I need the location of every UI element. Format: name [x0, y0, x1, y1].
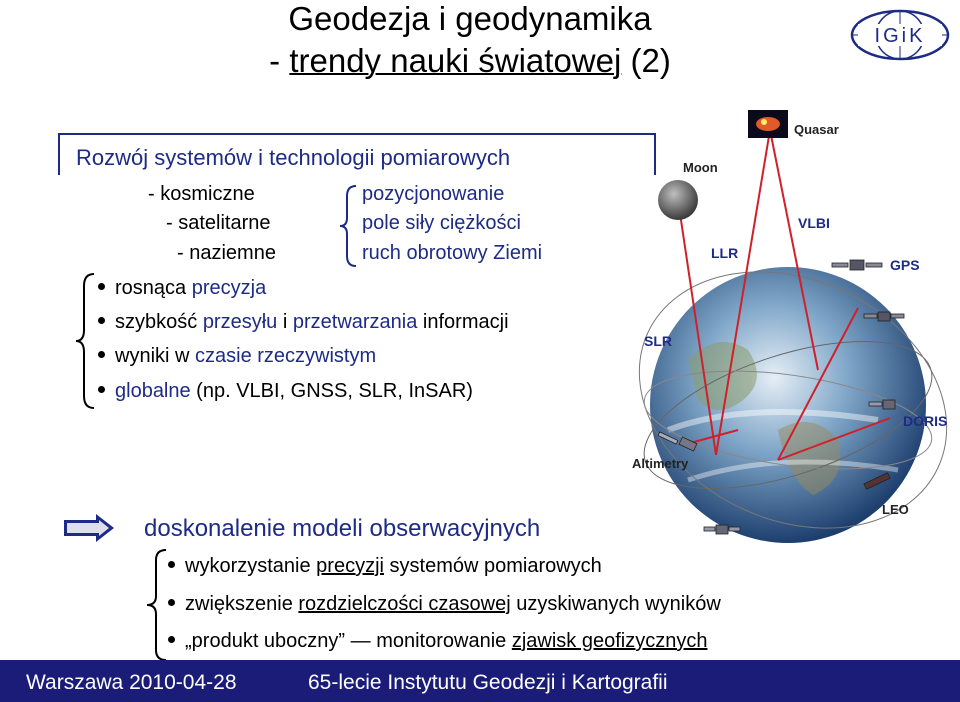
- improvement-heading: doskonalenie modeli obserwacyjnych: [144, 515, 541, 542]
- bullet-dot: [98, 317, 105, 325]
- label-altimetry: Altimetry: [632, 456, 689, 471]
- footer-bar: [0, 660, 960, 702]
- improvement-item-precision: wykorzystanie precyzji systemów pomiarow…: [168, 555, 602, 578]
- bullet-transfer-speed: szybkość przesyłu i przetwarzania inform…: [98, 311, 509, 334]
- bullet-precision: rosnąca precyzja: [98, 277, 266, 300]
- igik-logo: IGiK: [850, 9, 950, 61]
- improvement-item-byproduct: „produkt uboczny” — monitorowanie zjawis…: [168, 630, 707, 653]
- space-geodesy-figure: Quasar Moon VLBI LLR GPS SLR DORIS Altim…: [632, 110, 947, 543]
- footer-event: 65-lecie Instytutu Geodezji i Kartografi…: [308, 671, 668, 694]
- footer-place-date: Warszawa 2010-04-28: [26, 671, 237, 694]
- label-llr: LLR: [711, 245, 738, 261]
- label-quasar: Quasar: [794, 122, 839, 137]
- application-positioning: pozycjonowanie: [362, 183, 505, 205]
- satellite-gps-icon: [831, 259, 905, 322]
- label-gps: GPS: [890, 257, 920, 273]
- brace-applications: [339, 185, 357, 267]
- label-slr: SLR: [644, 333, 672, 349]
- bullet-dot: [168, 599, 175, 607]
- arrow-right-icon: [64, 514, 114, 542]
- system-type-ground: - naziemne: [177, 242, 276, 264]
- application-gravity: pole siły ciężkości: [362, 212, 521, 234]
- bullet-real-time: wyniki w czasie rzeczywistym: [98, 345, 376, 368]
- bullet-dot: [98, 283, 105, 291]
- satellite-doris-icon: [868, 399, 896, 410]
- system-type-space: - kosmiczne: [148, 183, 255, 205]
- measurement-lines: [677, 129, 891, 461]
- satellite-low-icon: [703, 524, 741, 535]
- application-earth-rotation: ruch obrotowy Ziemi: [362, 242, 543, 264]
- brace-improvement: [146, 549, 167, 661]
- logo-text: IGiK: [875, 25, 926, 47]
- bullet-dot: [98, 351, 105, 359]
- subtitle-underlined: trendy nauki światowej: [289, 42, 622, 79]
- page-subtitle: - trendy nauki światowej (2): [269, 42, 671, 79]
- bullet-dot: [168, 636, 175, 644]
- systems-frame: [58, 133, 656, 175]
- label-vlbi: VLBI: [798, 215, 830, 231]
- system-type-satellite: - satelitarne: [166, 212, 271, 234]
- brace-bullets: [75, 273, 95, 409]
- label-doris: DORIS: [903, 413, 947, 429]
- earth-globe: [650, 267, 926, 543]
- page-title: Geodezja i geodynamika: [288, 0, 652, 37]
- bullet-dot: [168, 561, 175, 569]
- moon-image: [658, 180, 698, 220]
- label-moon: Moon: [683, 160, 718, 175]
- systems-heading: Rozwój systemów i technologii pomiarowyc…: [76, 145, 511, 170]
- bullet-global: globalne (np. VLBI, GNSS, SLR, InSAR): [98, 380, 473, 403]
- bullet-dot: [98, 386, 105, 394]
- satellite-leo-icon: [863, 472, 891, 490]
- satellite-altimetry-icon: [657, 431, 698, 452]
- label-leo: LEO: [882, 502, 909, 517]
- improvement-item-resolution: zwiększenie rozdzielczości czasowej uzys…: [168, 593, 721, 616]
